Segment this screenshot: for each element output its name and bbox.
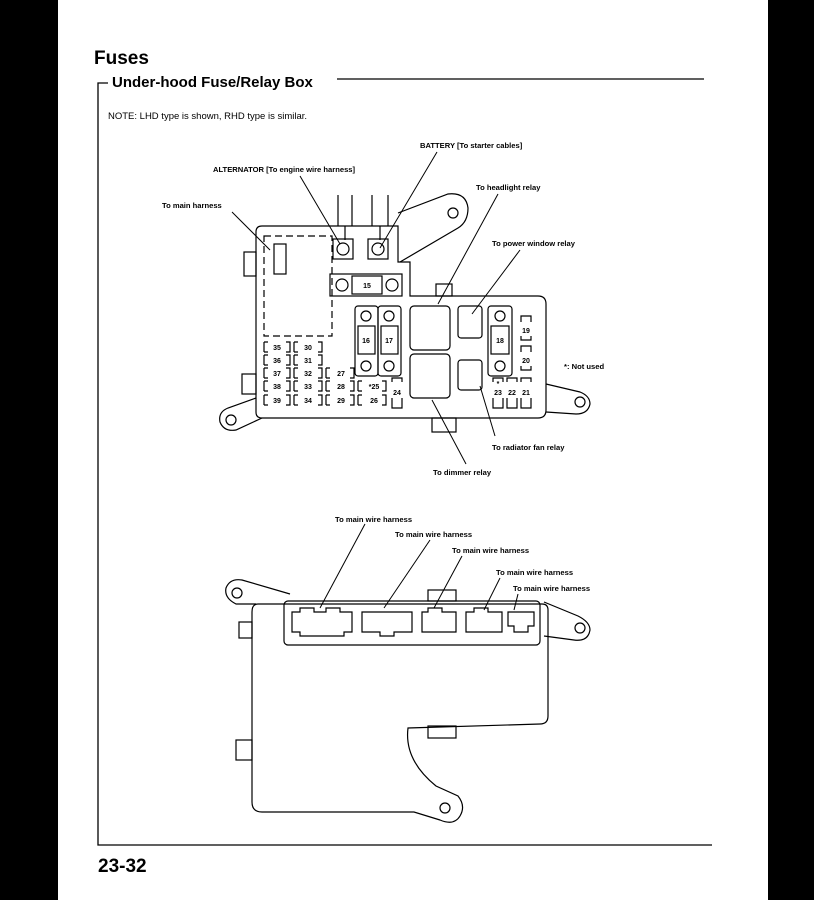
main-wire-harness-label-1: To main wire harness bbox=[335, 515, 412, 524]
battery-label: BATTERY [To starter cables] bbox=[420, 141, 523, 150]
power-window-relay-label: To power window relay bbox=[492, 239, 576, 248]
dimmer-relay-label: To dimmer relay bbox=[433, 468, 492, 477]
fuse-20: 20 bbox=[522, 358, 530, 365]
callout-lines-bottom bbox=[319, 523, 519, 611]
fuse-box-top bbox=[219, 193, 591, 433]
subsection-title: Under-hood Fuse/Relay Box bbox=[112, 74, 313, 91]
fuse-17: 17 bbox=[385, 338, 393, 345]
fuse-37: 37 bbox=[273, 371, 281, 378]
headlight-relay-label: To headlight relay bbox=[476, 183, 541, 192]
callout-lines-top bbox=[231, 151, 521, 465]
fuse-21: 21 bbox=[522, 390, 530, 397]
fuse-29: 29 bbox=[337, 398, 345, 405]
section-title: Fuses bbox=[94, 48, 149, 69]
main-wire-harness-label-5: To main wire harness bbox=[513, 584, 590, 593]
fuse-27: 27 bbox=[337, 371, 345, 378]
not-used-note: *: Not used bbox=[564, 362, 604, 371]
page-number: 23-32 bbox=[98, 856, 147, 877]
fuse-26: 26 bbox=[370, 398, 378, 405]
fuse-16: 16 bbox=[362, 338, 370, 345]
fuse-31: 31 bbox=[304, 358, 312, 365]
main-harness-label: To main harness bbox=[162, 201, 222, 210]
labels-top: BATTERY [To starter cables] ALTERNATOR [… bbox=[162, 141, 604, 477]
fuse-box-bottom bbox=[225, 579, 591, 823]
alternator-label: ALTERNATOR [To engine wire harness] bbox=[213, 165, 356, 174]
mini-fuse-blocks bbox=[263, 315, 532, 409]
fuse-15: 15 bbox=[363, 283, 371, 290]
fuse-34: 34 bbox=[304, 398, 312, 405]
fuse-23-star: * bbox=[497, 381, 500, 388]
radiator-fan-relay-label: To radiator fan relay bbox=[492, 443, 565, 452]
page-frame bbox=[97, 78, 712, 846]
manual-page: Fuses Under-hood Fuse/Relay Box NOTE: LH… bbox=[58, 0, 768, 900]
fuse-numbers: 15 16 17 18 19 20 21 22 23 * 24 *25 26 2… bbox=[273, 283, 530, 405]
note-text: NOTE: LHD type is shown, RHD type is sim… bbox=[108, 111, 308, 122]
fuse-22: 22 bbox=[508, 390, 516, 397]
fuse-38: 38 bbox=[273, 384, 281, 391]
fuse-30: 30 bbox=[304, 345, 312, 352]
labels-bottom: To main wire harness To main wire harnes… bbox=[335, 515, 590, 593]
fuse-25: *25 bbox=[369, 384, 380, 391]
main-wire-harness-label-4: To main wire harness bbox=[496, 568, 573, 577]
fuse-19: 19 bbox=[522, 328, 530, 335]
fuse-35: 35 bbox=[273, 345, 281, 352]
fuse-32: 32 bbox=[304, 371, 312, 378]
fuse-24: 24 bbox=[393, 390, 401, 397]
fuse-28: 28 bbox=[337, 384, 345, 391]
fuse-36: 36 bbox=[273, 358, 281, 365]
fuse-39: 39 bbox=[273, 398, 281, 405]
main-wire-harness-label-2: To main wire harness bbox=[395, 530, 472, 539]
fuse-33: 33 bbox=[304, 384, 312, 391]
main-wire-harness-label-3: To main wire harness bbox=[452, 546, 529, 555]
fuse-18: 18 bbox=[496, 338, 504, 345]
fuse-23: 23 bbox=[494, 390, 502, 397]
